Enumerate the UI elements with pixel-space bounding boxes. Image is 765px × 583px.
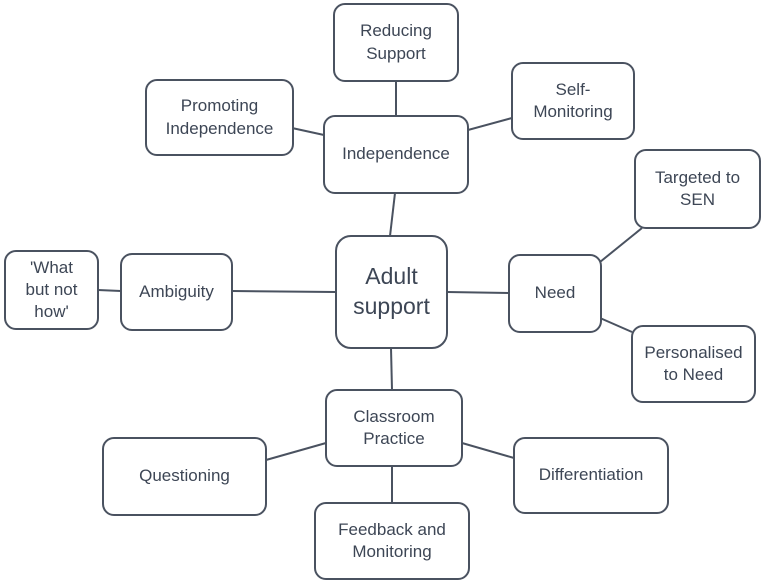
- edge-adult-independence: [389, 192, 396, 237]
- edge-adult-classroom: [390, 347, 393, 391]
- edge-ambiguity-whatnothow: [97, 289, 122, 292]
- node-questioning: Questioning: [102, 437, 267, 516]
- node-ambiguity: Ambiguity: [120, 253, 233, 331]
- node-feedback-and-monitoring: Feedback and Monitoring: [314, 502, 470, 580]
- edge-adult-need: [446, 291, 510, 294]
- node-self-monitoring: Self- Monitoring: [511, 62, 635, 140]
- edge-independence-promoting: [291, 127, 325, 136]
- edge-classroom-questioning: [265, 442, 327, 461]
- edge-need-targeted: [599, 227, 643, 263]
- node-classroom-practice: Classroom Practice: [325, 389, 463, 467]
- node-independence: Independence: [323, 115, 469, 194]
- edge-adult-ambiguity: [231, 290, 336, 293]
- node-adult-support: Adult support: [335, 235, 448, 349]
- node-promoting-independence: Promoting Independence: [145, 79, 294, 156]
- node-reducing-support: Reducing Support: [333, 3, 459, 82]
- edge-need-personalised: [599, 317, 633, 333]
- node-need: Need: [508, 254, 602, 333]
- node-targeted-to-sen: Targeted to SEN: [634, 149, 761, 229]
- node-differentiation: Differentiation: [513, 437, 669, 514]
- edge-classroom-differentiation: [461, 442, 515, 459]
- node-personalised-to-need: Personalised to Need: [631, 325, 756, 403]
- edge-independence-selfmonitoring: [467, 117, 513, 131]
- node-what-but-not-how: 'What but not how': [4, 250, 99, 330]
